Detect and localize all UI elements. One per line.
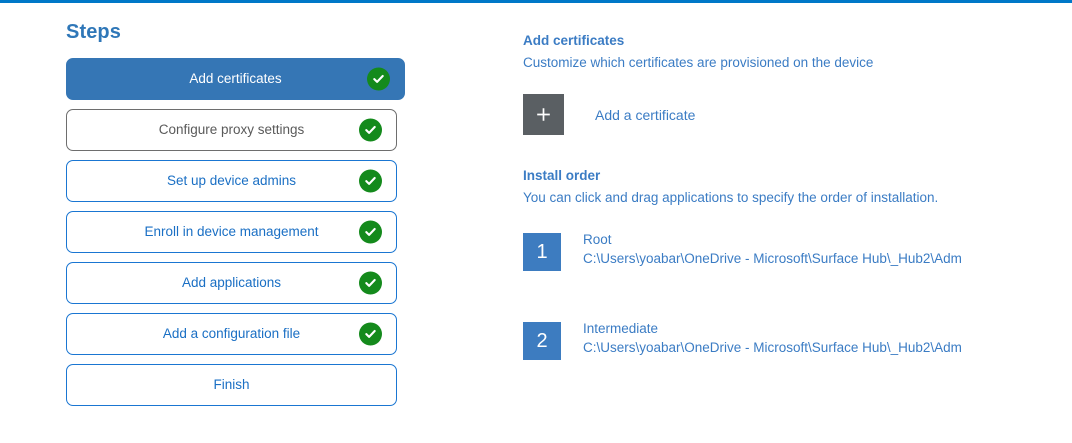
top-accent-rule	[0, 0, 1072, 3]
check-circle-icon	[359, 271, 382, 295]
check-circle-icon	[359, 118, 382, 142]
step-item-enroll-in-device-management[interactable]: Enroll in device management	[66, 211, 397, 253]
section-subheading-add-certificates: Customize which certificates are provisi…	[523, 55, 874, 70]
install-order-item-path: C:\Users\yoabar\OneDrive - Microsoft\Sur…	[583, 251, 962, 266]
install-order-item-text: Intermediate C:\Users\yoabar\OneDrive - …	[583, 319, 962, 357]
step-label: Configure proxy settings	[158, 122, 305, 137]
step-item-set-up-device-admins[interactable]: Set up device admins	[66, 160, 397, 202]
order-number-badge: 1	[523, 233, 561, 271]
step-label: Enroll in device management	[144, 224, 319, 239]
step-item-add-certificates[interactable]: Add certificates	[66, 58, 405, 100]
step-label: Finish	[213, 377, 250, 392]
add-certificate-label: Add a certificate	[595, 106, 696, 123]
add-certificate-button[interactable]: Add a certificate	[523, 94, 695, 135]
section-heading-install-order: Install order	[523, 168, 601, 183]
check-circle-icon	[359, 220, 382, 244]
install-order-item[interactable]: 2 Intermediate C:\Users\yoabar\OneDrive …	[523, 319, 962, 360]
section-subheading-install-order: You can click and drag applications to s…	[523, 190, 939, 205]
plus-icon	[523, 94, 564, 135]
install-order-section: Install order You can click and drag app…	[523, 167, 1043, 360]
check-circle-icon	[359, 322, 382, 346]
steps-panel: Steps Add certificates Configure proxy s…	[66, 20, 411, 415]
install-order-item-name: Root	[583, 232, 612, 247]
step-item-add-applications[interactable]: Add applications	[66, 262, 397, 304]
step-item-add-a-configuration-file[interactable]: Add a configuration file	[66, 313, 397, 355]
step-label: Set up device admins	[166, 173, 297, 188]
step-list: Add certificates Configure proxy setting…	[66, 58, 411, 406]
order-number-badge: 2	[523, 322, 561, 360]
install-order-list: 1 Root C:\Users\yoabar\OneDrive - Micros…	[523, 230, 1043, 360]
step-label: Add a configuration file	[162, 326, 301, 341]
check-circle-icon	[359, 169, 382, 193]
step-label: Add applications	[181, 275, 282, 290]
wizard-page: Steps Add certificates Configure proxy s…	[0, 3, 1072, 443]
section-heading-add-certificates: Add certificates	[523, 33, 625, 48]
detail-panel: Add certificates Customize which certifi…	[523, 32, 1043, 360]
install-order-item-path: C:\Users\yoabar\OneDrive - Microsoft\Sur…	[583, 340, 962, 355]
step-item-finish[interactable]: Finish	[66, 364, 397, 406]
step-label: Add certificates	[189, 71, 282, 86]
step-item-configure-proxy-settings[interactable]: Configure proxy settings	[66, 109, 397, 151]
install-order-item-name: Intermediate	[583, 321, 659, 336]
steps-title: Steps	[66, 21, 121, 43]
check-circle-icon	[367, 67, 390, 91]
install-order-item-text: Root C:\Users\yoabar\OneDrive - Microsof…	[583, 230, 962, 268]
install-order-item[interactable]: 1 Root C:\Users\yoabar\OneDrive - Micros…	[523, 230, 962, 271]
